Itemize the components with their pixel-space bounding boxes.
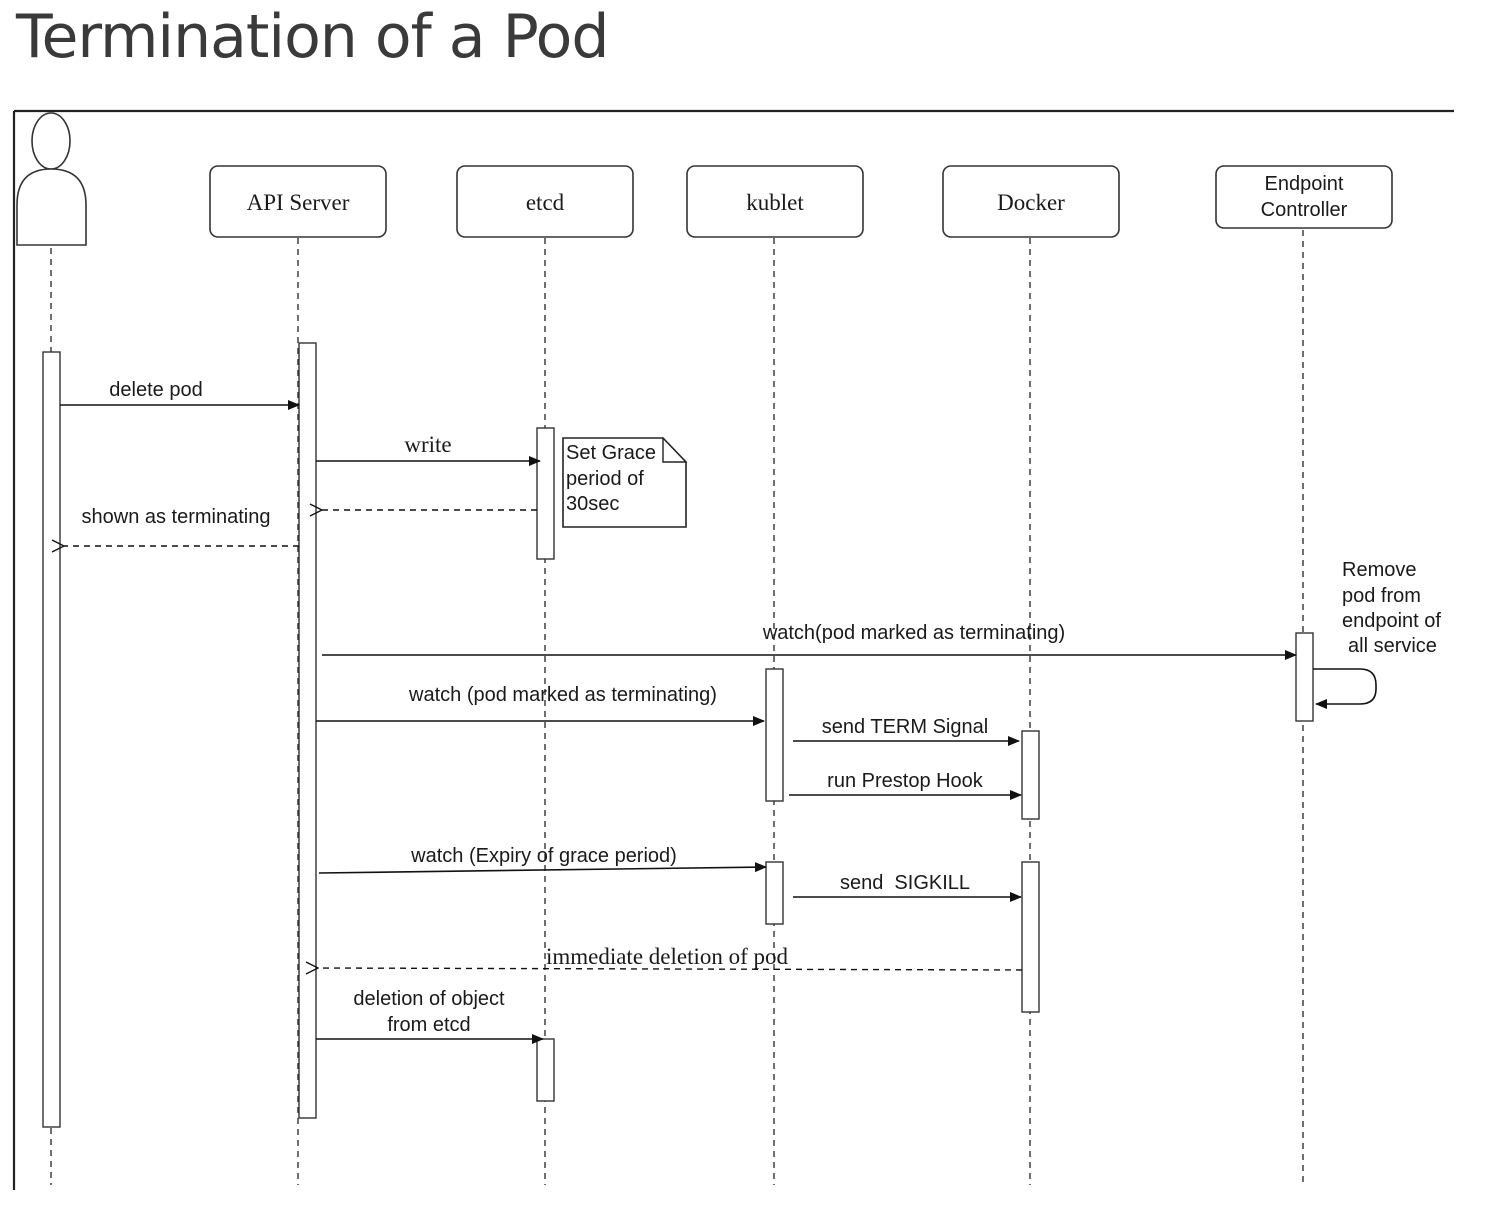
message-shown-as-terminating: shown as terminating: [64, 506, 299, 546]
message-label: watch (pod marked as terminating): [408, 684, 717, 706]
kublet-activation: [765, 668, 784, 802]
participant-endpoint-controller: Endpoint Controller: [1215, 165, 1393, 229]
etcd-activation: [536, 1038, 555, 1102]
note-line: Remove: [1342, 559, 1416, 581]
message-send-sigkill: send SIGKILL: [793, 872, 1022, 902]
note-line: 30sec: [566, 493, 619, 515]
user-activation: [42, 351, 61, 1128]
api-activation: [298, 342, 317, 1119]
note-remove-pod: Remove pod from endpoint of all service: [1342, 559, 1441, 657]
message-label: run Prestop Hook: [827, 770, 984, 792]
participant-etcd: etcd: [456, 165, 634, 238]
message-immediate-deletion: immediate deletion of pod: [318, 944, 1023, 970]
participant-kublet: kublet: [686, 165, 864, 238]
participant-label-line: Controller: [1261, 199, 1348, 221]
message-deletion-of-object: deletion of object from etcd: [316, 988, 544, 1044]
participant-api-server: API Server: [209, 165, 387, 238]
message-label: watch(pod marked as terminating): [762, 622, 1065, 644]
participant-label-line: Endpoint: [1265, 173, 1344, 195]
message-label: send SIGKILL: [840, 872, 970, 894]
message-self-remove: [1313, 668, 1377, 709]
note-line: period of: [566, 468, 644, 490]
message-run-prestop: run Prestop Hook: [789, 770, 1022, 800]
docker-activation: [1021, 730, 1040, 820]
page-title: Termination of a Pod: [16, 2, 609, 72]
message-label: immediate deletion of pod: [546, 944, 789, 969]
user-actor-icon: [16, 112, 87, 246]
message-watch-endpoint: watch(pod marked as terminating): [322, 622, 1297, 660]
message-label: write: [404, 432, 451, 457]
message-watch-kublet: watch (pod marked as terminating): [316, 684, 765, 726]
message-label: from etcd: [387, 1014, 470, 1036]
docker-activation: [1021, 861, 1040, 1013]
note-line: pod from: [1342, 585, 1421, 607]
participant-docker: Docker: [942, 165, 1120, 238]
note-line: Set Grace: [566, 442, 656, 464]
kublet-activation: [765, 861, 784, 925]
note-line: endpoint of: [1342, 610, 1441, 632]
note-line: all service: [1348, 635, 1437, 657]
message-label: watch (Expiry of grace period): [410, 845, 677, 867]
participant-label: kublet: [746, 190, 804, 215]
message-label: deletion of object: [353, 988, 505, 1010]
message-delete-pod: delete pod: [60, 379, 300, 410]
note-grace-period: Set Grace period of 30sec: [562, 437, 687, 528]
participant-label: API Server: [247, 190, 350, 215]
message-label: send TERM Signal: [822, 716, 988, 738]
endpoint-activation: [1295, 632, 1314, 722]
message-label: delete pod: [109, 379, 202, 401]
message-watch-expiry: watch (Expiry of grace period): [318, 845, 767, 874]
message-write: write: [316, 432, 541, 466]
participant-label: etcd: [526, 190, 565, 215]
message-send-term: send TERM Signal: [793, 716, 1020, 746]
participant-label: Docker: [997, 190, 1065, 215]
message-label: shown as terminating: [82, 506, 271, 528]
etcd-activation: [536, 427, 555, 560]
